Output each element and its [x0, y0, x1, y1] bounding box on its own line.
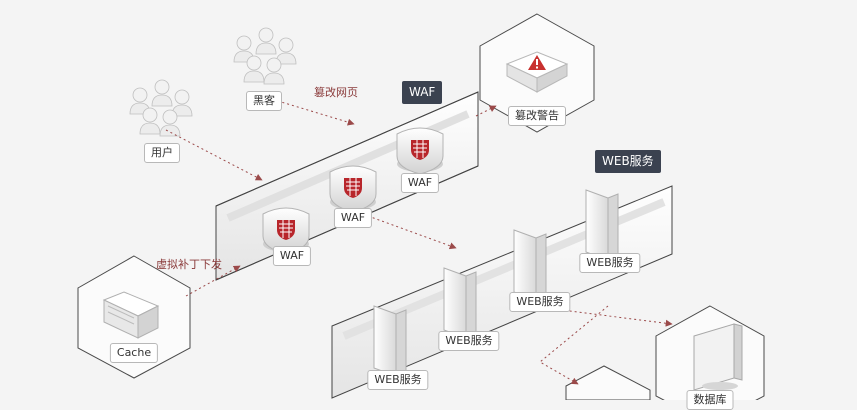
alert-icon [528, 55, 546, 70]
flow-arrows [165, 97, 673, 385]
cache-label: Cache [109, 343, 159, 363]
web-item-label-2: WEB服务 [438, 331, 500, 351]
hacker-label: 黑客 [246, 91, 282, 111]
web-item-label-3: WEB服务 [509, 292, 571, 312]
database-label: 数据库 [686, 390, 734, 410]
storage-box-icon [102, 291, 160, 339]
database-node [655, 305, 765, 400]
tamper-alert-label: 篡改警告 [508, 106, 566, 126]
tamper-page-annotation: 篡改网页 [314, 86, 358, 99]
web-group-title: WEB服务 [595, 150, 661, 173]
web-item-label-4: WEB服务 [579, 253, 641, 273]
user-label: 用户 [144, 143, 180, 163]
diagram-canvas [77, 13, 765, 400]
waf-item-label-2: WAF [333, 208, 373, 228]
web-item-label-1: WEB服务 [367, 370, 429, 390]
cache-node [77, 255, 191, 379]
network-diagram: 黑客 用户 篡改警告 Cache 数据库 篡改网页 虚拟补丁下发 WAF WEB… [77, 13, 765, 410]
waf-item-label-1: WAF [272, 246, 312, 266]
user-group-icon [129, 79, 193, 137]
virtual-patch-annotation: 虚拟补丁下发 [156, 258, 222, 271]
monitor-icon [693, 323, 743, 391]
waf-group-title: WAF [402, 81, 443, 104]
hacker-group-icon [233, 27, 297, 85]
partial-box [565, 365, 651, 400]
waf-item-label-3: WAF [400, 173, 440, 193]
tamper-alert-node [479, 13, 595, 133]
